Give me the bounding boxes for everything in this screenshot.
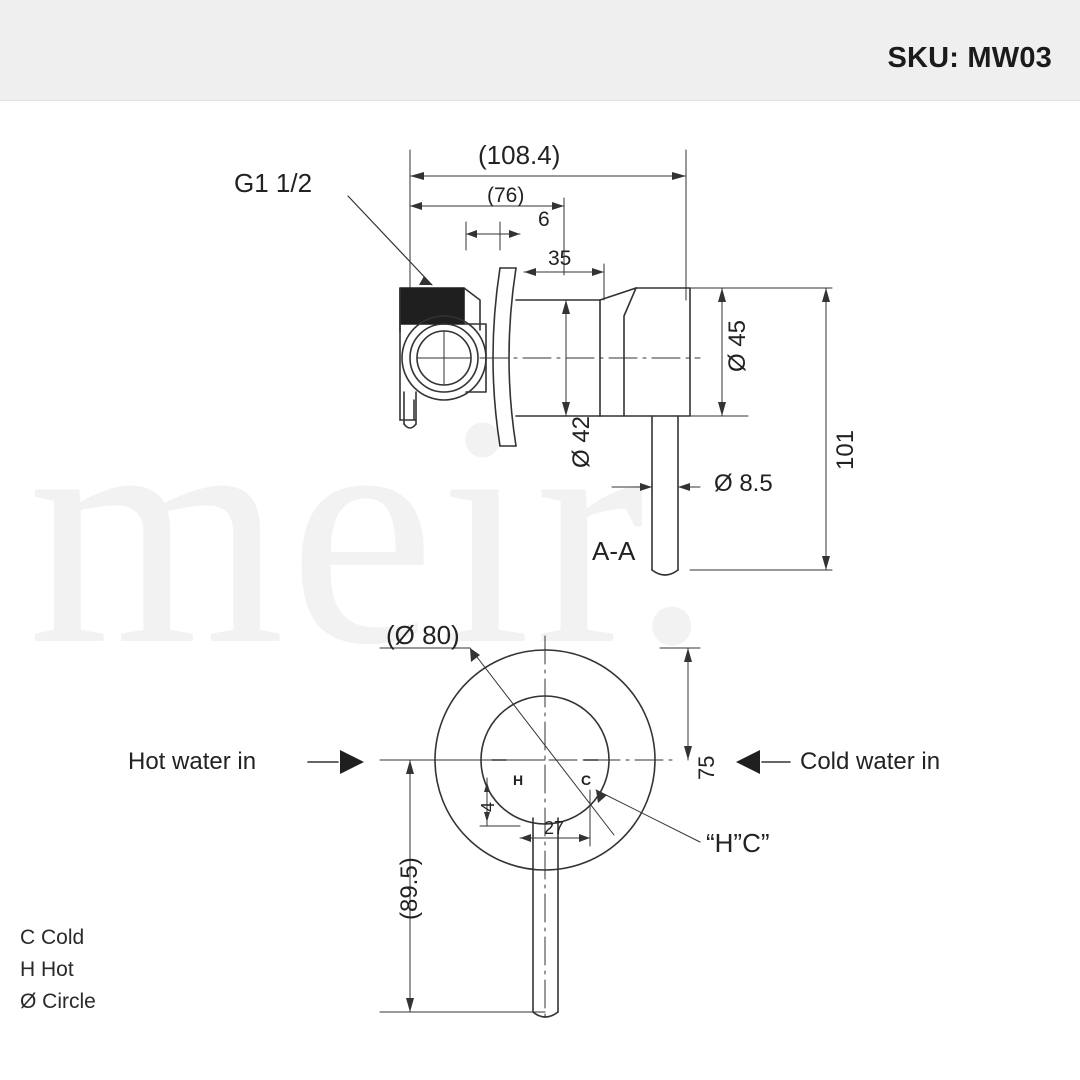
dim-75: 75: [694, 755, 719, 780]
dim-89-5: (89.5): [396, 857, 423, 920]
annotation-cold-water-in: Cold water in: [800, 748, 941, 775]
dim-4: 4: [478, 801, 498, 812]
dim-dia-8-5: Ø 8.5: [714, 470, 773, 497]
legend-item-circle: Ø Circle: [20, 990, 96, 1013]
dim-101: 101: [832, 429, 859, 470]
legend-item-hot: H Hot: [20, 958, 74, 981]
dim-dia-45: Ø 45: [724, 319, 751, 372]
dim-27: 27: [544, 818, 565, 838]
dim-35: 35: [548, 247, 572, 270]
sku-label: SKU: MW03: [887, 42, 1052, 74]
section-title: A-A: [592, 536, 636, 566]
legend: C Cold H Hot Ø Circle: [20, 922, 96, 1018]
marker-hot: H: [513, 772, 524, 788]
label-thread-g1: G1 1/2: [234, 168, 313, 198]
dim-6: 6: [538, 208, 550, 231]
legend-item-cold: C Cold: [20, 926, 85, 949]
header-bar: SKU: MW03: [0, 0, 1080, 101]
dim-overall-width: (108.4): [478, 140, 561, 170]
dim-dia-42: Ø 42: [568, 415, 595, 468]
annotation-hot-water-in: Hot water in: [128, 748, 257, 775]
dim-body-width: (76): [487, 184, 525, 207]
callout-hc: “H”C”: [706, 828, 770, 858]
marker-cold: C: [581, 772, 592, 788]
dim-plate-dia-80: (Ø 80): [386, 620, 460, 650]
